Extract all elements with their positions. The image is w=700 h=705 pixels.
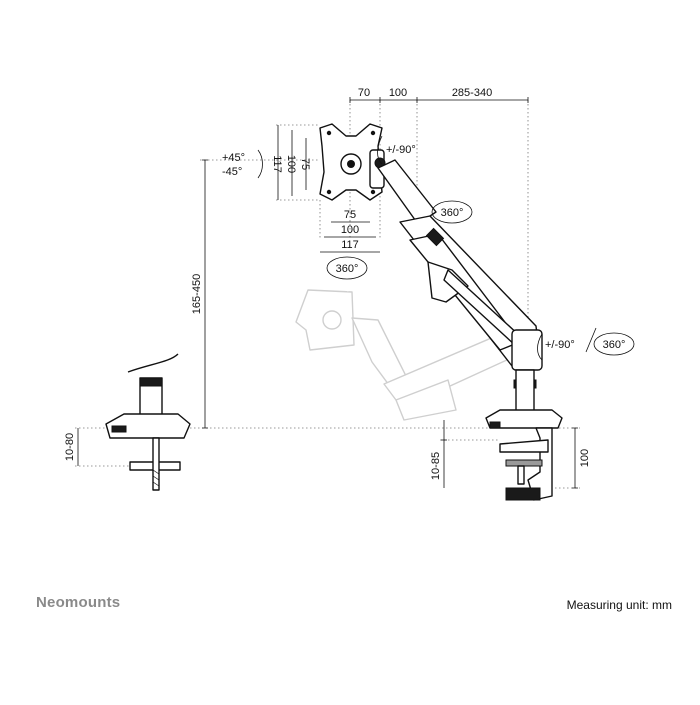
dim-top-b: 100	[389, 87, 407, 99]
dim-clamp-height: 100	[579, 449, 591, 467]
rotate-base-icon	[593, 332, 635, 356]
rotate-arm-icon	[431, 200, 473, 224]
swivel-base-label: +/-90°	[545, 339, 575, 351]
rotate-head-label: 360°	[347, 291, 350, 293]
swivel-base-icon	[537, 333, 543, 361]
dim-vesa-h-117: 117	[271, 155, 283, 173]
dim-small-clamp: 10-80	[64, 433, 76, 461]
dim-vesa-w-100: 100	[341, 224, 359, 236]
rotate-base-label: 360°	[603, 339, 626, 351]
dim-vesa-w-75: 75	[344, 209, 356, 221]
dim-vesa-h-100: 100	[285, 155, 297, 173]
small-clamp-detail	[105, 353, 191, 491]
dim-vesa-w-117: 117	[341, 239, 359, 251]
rotation-labels: +45° -45° +/-90° 360° 360° +/-90° 360° 3…	[222, 144, 625, 351]
tilt-minus-label: -45°	[222, 166, 242, 178]
monitor-arm	[319, 123, 563, 501]
rotate-plate-icon	[326, 256, 368, 280]
rotate-plate-label: 360°	[336, 263, 359, 275]
rotate-arm-label: 360°	[441, 207, 464, 219]
swivel-head-label: +/-90°	[386, 144, 416, 156]
dim-vesa-h-75: 75	[299, 158, 311, 170]
dim-top-a: 70	[358, 87, 370, 99]
dim-height-range: 165-450	[191, 274, 203, 314]
tilt-plus-label: +45°	[222, 152, 245, 164]
swivel-head-icon	[377, 135, 383, 165]
ghost-arm	[295, 289, 521, 421]
unit-note: Measuring unit: mm	[566, 598, 672, 612]
rotation-symbols	[257, 135, 635, 361]
tilt-icon	[257, 149, 263, 179]
dimension-lines	[77, 97, 578, 489]
dim-clamp-range: 10-85	[430, 452, 442, 480]
dim-top-c: 285-340	[452, 87, 492, 99]
brand-logo: Neomounts	[36, 594, 121, 611]
dimension-labels: 70 100 285-340 75 100 117 75 100 117 165…	[64, 87, 591, 480]
